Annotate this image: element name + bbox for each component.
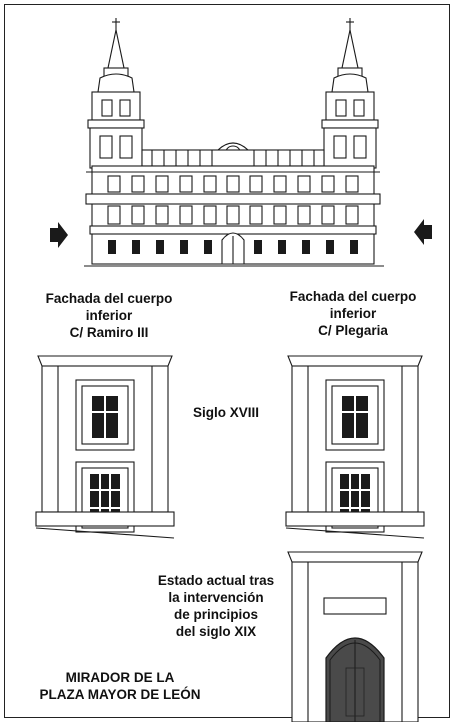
state-caption-line-4: del siglo XIX xyxy=(175,624,257,639)
title-line-1: MIRADOR DE LA xyxy=(65,670,175,685)
current-state-caption: Estado actual tras la intervención de pr… xyxy=(136,572,296,640)
left-caption-line-2: inferior xyxy=(85,308,133,323)
left-facade-caption: Fachada del cuerpo inferior C/ Ramiro II… xyxy=(24,290,194,341)
left-tower xyxy=(87,18,145,169)
upper-balustrade xyxy=(141,149,325,167)
middle-windows xyxy=(107,205,359,225)
balustrade-posts xyxy=(151,150,315,166)
right-facade-caption: Fachada del cuerpo inferior C/ Plegaria xyxy=(268,288,438,339)
current-state-facade xyxy=(287,551,423,722)
state-caption-line-3: de principios xyxy=(173,607,258,622)
title-line-2: PLAZA MAYOR DE LEÓN xyxy=(39,687,201,702)
drawing-title: MIRADOR DE LA PLAZA MAYOR DE LEÓN xyxy=(20,669,220,703)
left-facade-xviii xyxy=(35,355,175,539)
upper-windows xyxy=(107,175,359,193)
arrow-right-icon xyxy=(50,222,68,248)
right-caption-line-2: inferior xyxy=(329,306,377,321)
left-caption-line-1: Fachada del cuerpo xyxy=(45,291,173,306)
main-facade-drawing xyxy=(50,18,432,267)
right-facade-xviii xyxy=(285,355,425,539)
first-floor-balcony xyxy=(85,193,381,205)
left-caption-line-3: C/ Ramiro III xyxy=(69,325,149,340)
right-tower xyxy=(321,18,379,169)
right-caption-line-1: Fachada del cuerpo xyxy=(289,289,417,304)
state-caption-line-2: la intervención xyxy=(168,590,264,605)
right-caption-line-3: C/ Plegaria xyxy=(318,323,388,338)
arrow-left-icon xyxy=(414,219,432,245)
ground-windows xyxy=(108,240,358,254)
page-frame xyxy=(4,4,450,718)
state-caption-line-1: Estado actual tras xyxy=(157,573,275,588)
century-label: Siglo XVIII xyxy=(192,405,259,420)
